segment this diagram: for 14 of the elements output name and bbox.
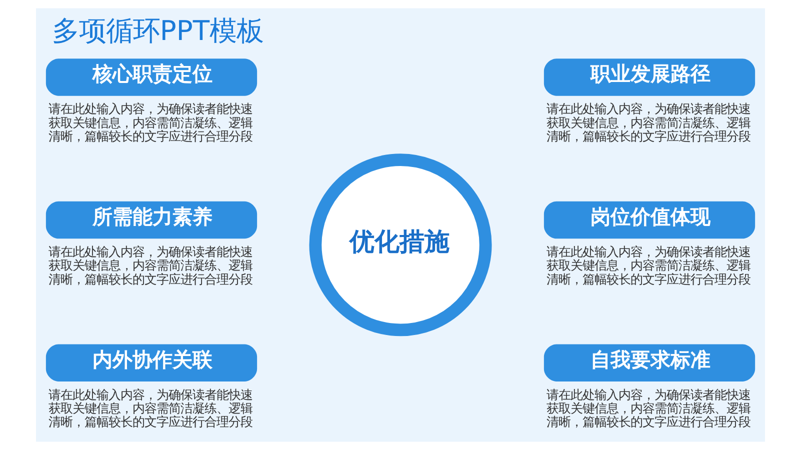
node-label: 请在此处输入内容，为确保读者能快速获取关键信息，内容需简洁凝练、逻辑清晰，篇幅较长的文字应进行合理分段	[48, 244, 252, 286]
node-box: 核心职责定位	[45, 58, 257, 96]
node-box: 岗位价值体现	[543, 201, 755, 239]
node-box: 自我要求标准	[543, 344, 755, 382]
node-label: 请在此处输入内容，为确保读者能快速获取关键信息，内容需简洁凝练、逻辑清晰，篇幅较长的文字应进行合理分段	[48, 386, 252, 430]
node-box: 职业发展路径	[543, 58, 755, 96]
node-circle: 优化措施	[308, 154, 492, 336]
node-label: 请在此处输入内容，为确保读者能快速获取关键信息，内容需简洁凝练、逻辑清晰，篇幅较长的文字应进行合理分段	[546, 101, 750, 144]
diagram-title: 多项循环PPT模板	[51, 16, 264, 48]
node-label: 请在此处输入内容，为确保读者能快速获取关键信息，内容需简洁凝练、逻辑清晰，篇幅较长的文字应进行合理分段	[546, 244, 750, 286]
node-label: 请在此处输入内容，为确保读者能快速获取关键信息，内容需简洁凝练、逻辑清晰，篇幅较长的文字应进行合理分段	[48, 101, 252, 144]
node-box: 内外协作关联	[45, 344, 257, 382]
node-box: 所需能力素养	[45, 201, 257, 239]
node-label: 请在此处输入内容，为确保读者能快速获取关键信息，内容需简洁凝练、逻辑清晰，篇幅较长的文字应进行合理分段	[546, 386, 750, 430]
